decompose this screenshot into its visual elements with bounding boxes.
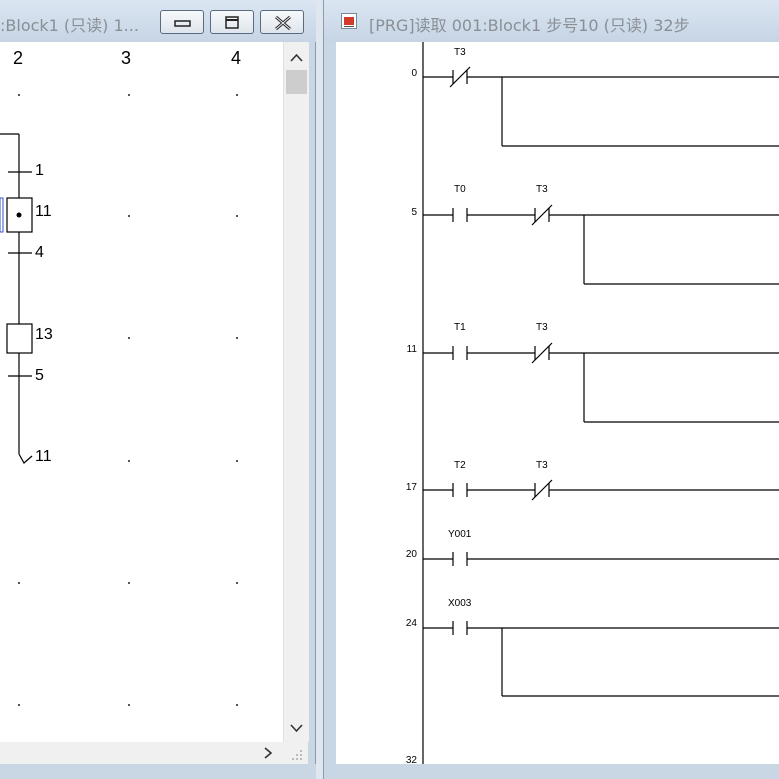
sfc-window-title: :Block1 (只读) 1...: [0, 16, 139, 35]
step-number: 24: [405, 618, 417, 629]
minimize-icon: [174, 20, 191, 27]
sfc-window: :Block1 (只读) 1... 2 3 4: [0, 0, 316, 779]
vertical-scrollbar[interactable]: [283, 42, 309, 742]
chevron-up-icon[interactable]: [284, 48, 309, 68]
contact-label: T2: [454, 460, 466, 471]
jump-arrow-icon: [18, 453, 33, 464]
transition-label: 1: [35, 162, 44, 179]
sfc-step: [6, 323, 33, 354]
ladder-diagram: [422, 42, 779, 764]
ladder-diagram-area[interactable]: 0 5 11 17 20 24 32 T3 T0 T3 T1 T3 T2 T3 …: [336, 42, 779, 764]
restore-icon: [225, 16, 239, 29]
chevron-right-icon[interactable]: [258, 742, 278, 764]
step-number: 32: [405, 755, 417, 764]
window-frame-bottom: [324, 764, 779, 779]
contact-label: T3: [536, 184, 548, 195]
step-number: 0: [411, 68, 417, 79]
column-header: 3: [121, 48, 132, 68]
contact-label: T1: [454, 322, 466, 333]
scroll-thumb[interactable]: [286, 70, 307, 94]
column-header: 4: [231, 48, 242, 68]
contact-label: T0: [454, 184, 466, 195]
step-label: 11: [35, 203, 52, 220]
contact-label: X003: [448, 598, 472, 609]
active-step-highlight: [0, 197, 4, 233]
sfc-titlebar[interactable]: :Block1 (只读) 1...: [0, 0, 316, 42]
step-number: 17: [405, 482, 417, 493]
close-button[interactable]: [260, 10, 304, 34]
horizontal-scrollbar[interactable]: [0, 742, 308, 764]
sfc-diagram-area[interactable]: 2 3 4: [0, 42, 283, 742]
contact-label: T3: [454, 47, 466, 58]
contact-label: Y001: [448, 529, 472, 540]
transition-label: 4: [35, 244, 44, 261]
contact-label: T3: [536, 322, 548, 333]
transition-label: 5: [35, 367, 44, 384]
window-frame-bottom: [0, 764, 316, 779]
ladder-titlebar[interactable]: [PRG]读取 001:Block1 步号10 (只读) 32步: [324, 0, 779, 42]
sfc-chart: [0, 133, 33, 464]
close-icon: [275, 15, 291, 31]
resize-grip-icon[interactable]: [289, 747, 305, 763]
ladder-window-title: [PRG]读取 001:Block1 步号10 (只读) 32步: [369, 16, 690, 35]
step-label: 13: [35, 326, 53, 343]
contact-label: T3: [536, 460, 548, 471]
column-header: 2: [13, 48, 24, 68]
step-number: 5: [411, 207, 417, 218]
jump-label: 11: [35, 448, 52, 465]
minimize-button[interactable]: [160, 10, 204, 34]
step-number: 20: [405, 549, 417, 560]
restore-button[interactable]: [210, 10, 254, 34]
step-number: 11: [406, 344, 417, 355]
ladder-window: [PRG]读取 001:Block1 步号10 (只读) 32步: [323, 0, 779, 779]
program-window-icon[interactable]: [341, 13, 357, 29]
chevron-down-icon[interactable]: [284, 718, 309, 738]
